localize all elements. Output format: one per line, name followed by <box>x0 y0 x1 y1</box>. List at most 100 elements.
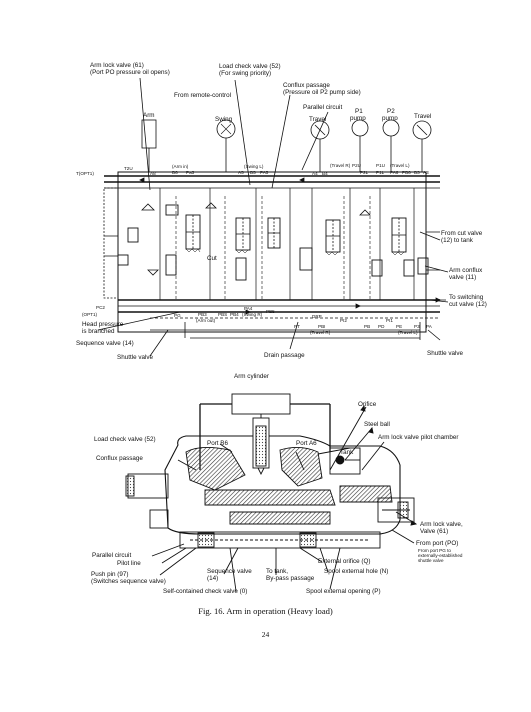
port-pc2: PC2 <box>96 305 105 310</box>
port-travel-r: (Travel R) <box>330 163 351 168</box>
switches-sequence-label: (Switches sequence valve) <box>91 578 166 585</box>
port-t2u: T2U <box>124 166 133 171</box>
pressure-oil-p2-label: (Pressure oil P2 pump side) <box>283 89 361 96</box>
port-a6-label: Port A6 <box>296 440 317 447</box>
port-pb6: PB6 <box>402 170 411 175</box>
port-opt1: (OPT1) <box>82 312 98 317</box>
shuttle-valve-right-label: Shuttle valve <box>427 350 464 357</box>
load-check-valve-label: Load check valve (52) <box>219 63 281 70</box>
port-po-label: (Port PO pressure oil opens) <box>90 69 170 76</box>
to-tank-bottom-label: To tank, <box>266 568 289 575</box>
tank-label: Tank <box>340 449 354 456</box>
arm-lock-valve-label: Arm lock valve (61) <box>90 62 144 69</box>
port-travel-l2: (Travel L) <box>398 330 418 335</box>
p2-pump-label: pump <box>382 115 398 122</box>
port-b4: B4 <box>322 171 328 176</box>
port-pi1: PI1 <box>386 318 393 323</box>
port-arm-in: (Arm in) <box>172 164 189 169</box>
travel-right-label: Travel <box>414 113 432 120</box>
arm-lock-valve-bottom-label: Arm lock valve, <box>420 521 463 528</box>
port-pa3: Pa3 <box>186 170 195 175</box>
port-arm-out: (Arm out) <box>196 318 216 323</box>
port-p3: P3 <box>414 324 420 329</box>
is-branched-label: is branched <box>82 328 115 335</box>
p2-label: P2 <box>387 108 395 115</box>
shuttle-valve-left-label: Shuttle valve <box>117 354 154 361</box>
port-p1u: P1U <box>376 163 385 168</box>
arm-conflux-label: Arm conflux <box>449 267 483 274</box>
port-p1l: P1L <box>376 170 385 175</box>
port-pbi: PBI <box>318 324 326 329</box>
port-p2l: P2L <box>360 170 369 175</box>
push-pin-label: Push pin (97) <box>91 571 129 578</box>
port-pe: PE <box>396 324 403 329</box>
arm-label: Arm <box>143 112 155 119</box>
port-travel-r2: (Travel R) <box>310 330 331 335</box>
valve-61-label: Valve (61) <box>420 528 449 535</box>
port-b6-label: Port B6 <box>207 440 228 447</box>
port-pt: PT <box>294 324 300 329</box>
load-check-valve-bottom-label: Load check valve (52) <box>94 436 156 443</box>
port-swing-l: (Swing L) <box>244 164 264 169</box>
sequence-valve-label: Sequence valve (14) <box>76 340 134 347</box>
port-pa6: PA6 <box>390 170 399 175</box>
port-pb3: PB3 <box>198 312 207 317</box>
port-pg: PG <box>174 313 181 318</box>
for-swing-label: (For swing priority) <box>219 70 272 77</box>
port-pbs: PBS <box>218 312 228 317</box>
bypass-passage-label: By-pass passage <box>266 575 315 582</box>
externally-established-label: externally-established <box>418 553 463 558</box>
drain-passage-label: Drain passage <box>264 352 305 359</box>
shuttle-valve-bottom-label: shuttle valve <box>418 558 444 563</box>
spool-external-hole-label: Spool external hole (N) <box>324 568 389 575</box>
port-swing-r: (Swing R) <box>242 312 263 317</box>
port-pb: PB <box>364 324 371 329</box>
port-pa5: PA5 <box>260 170 269 175</box>
from-port-pg-label: From port PG to <box>418 548 451 553</box>
conflux-passage-label: Conflux passage <box>283 82 330 89</box>
to-switching-label: To switching <box>449 294 484 301</box>
to-tank-label: (12) to tank <box>441 237 473 244</box>
sequence-valve-14-label: (14) <box>207 575 219 582</box>
port-pd: PD <box>378 324 385 329</box>
conflux-passage-bottom-label: Conflux passage <box>96 455 143 462</box>
cut-label: Cut <box>207 255 217 262</box>
p1-label: P1 <box>355 108 363 115</box>
from-remote-control-label: From remote-control <box>174 92 232 99</box>
port-b6: B6 <box>172 170 178 175</box>
arm-lock-pilot-label: Arm lock valve pilot chamber <box>378 434 459 441</box>
pilot-line-label: Pilot line <box>117 560 141 567</box>
port-a8: A8 <box>150 171 156 176</box>
self-contained-check-label: Self-contained check valve (0) <box>163 588 248 595</box>
steel-ball-label: Steel ball <box>364 421 390 428</box>
arm-cylinder-label: Arm cylinder <box>234 373 269 380</box>
port-a3: A3 <box>423 170 429 175</box>
port-pa: PA <box>426 324 432 329</box>
external-orifice-label: External orifice (Q) <box>318 558 371 565</box>
port-pb5: PB5 <box>266 309 275 314</box>
cut-valve-label: cut valve (12) <box>449 301 487 308</box>
port-a4: A4 <box>312 171 318 176</box>
port-b3: B3 <box>414 170 420 175</box>
port-drp: DRP <box>312 314 322 319</box>
figure-caption: Fig. 16. Arm in operation (Heavy load) <box>198 606 333 616</box>
orifice-label: Orifice <box>358 401 377 408</box>
p1-pump-label: pump <box>350 115 366 122</box>
swing-label: Swing <box>215 116 233 123</box>
port-pb4: PB4 <box>230 312 239 317</box>
port-b5: B5 <box>250 170 256 175</box>
port-pi2: PI2 <box>340 318 347 323</box>
port-pa4: PA4 <box>244 306 253 311</box>
parallel-circuit-label: Parallel circuit <box>303 104 343 111</box>
arm-conflux-valve-label: valve (11) <box>449 274 477 281</box>
port-p2u: P2U <box>352 163 361 168</box>
head-pressure-label: Head pressure <box>82 321 124 328</box>
from-port-po-label: From port (PO) <box>416 540 459 547</box>
port-travel-l: (Travel L) <box>390 163 410 168</box>
parallel-circuit-bottom-label: Parallel circuit <box>92 552 132 559</box>
port-t-opt1: T(OPT1) <box>76 171 94 176</box>
travel-left-label: Travel <box>309 116 327 123</box>
sequence-valve-bottom-label: Sequence valve <box>207 568 252 575</box>
spool-external-opening-label: Spool external opening (P) <box>306 588 381 595</box>
